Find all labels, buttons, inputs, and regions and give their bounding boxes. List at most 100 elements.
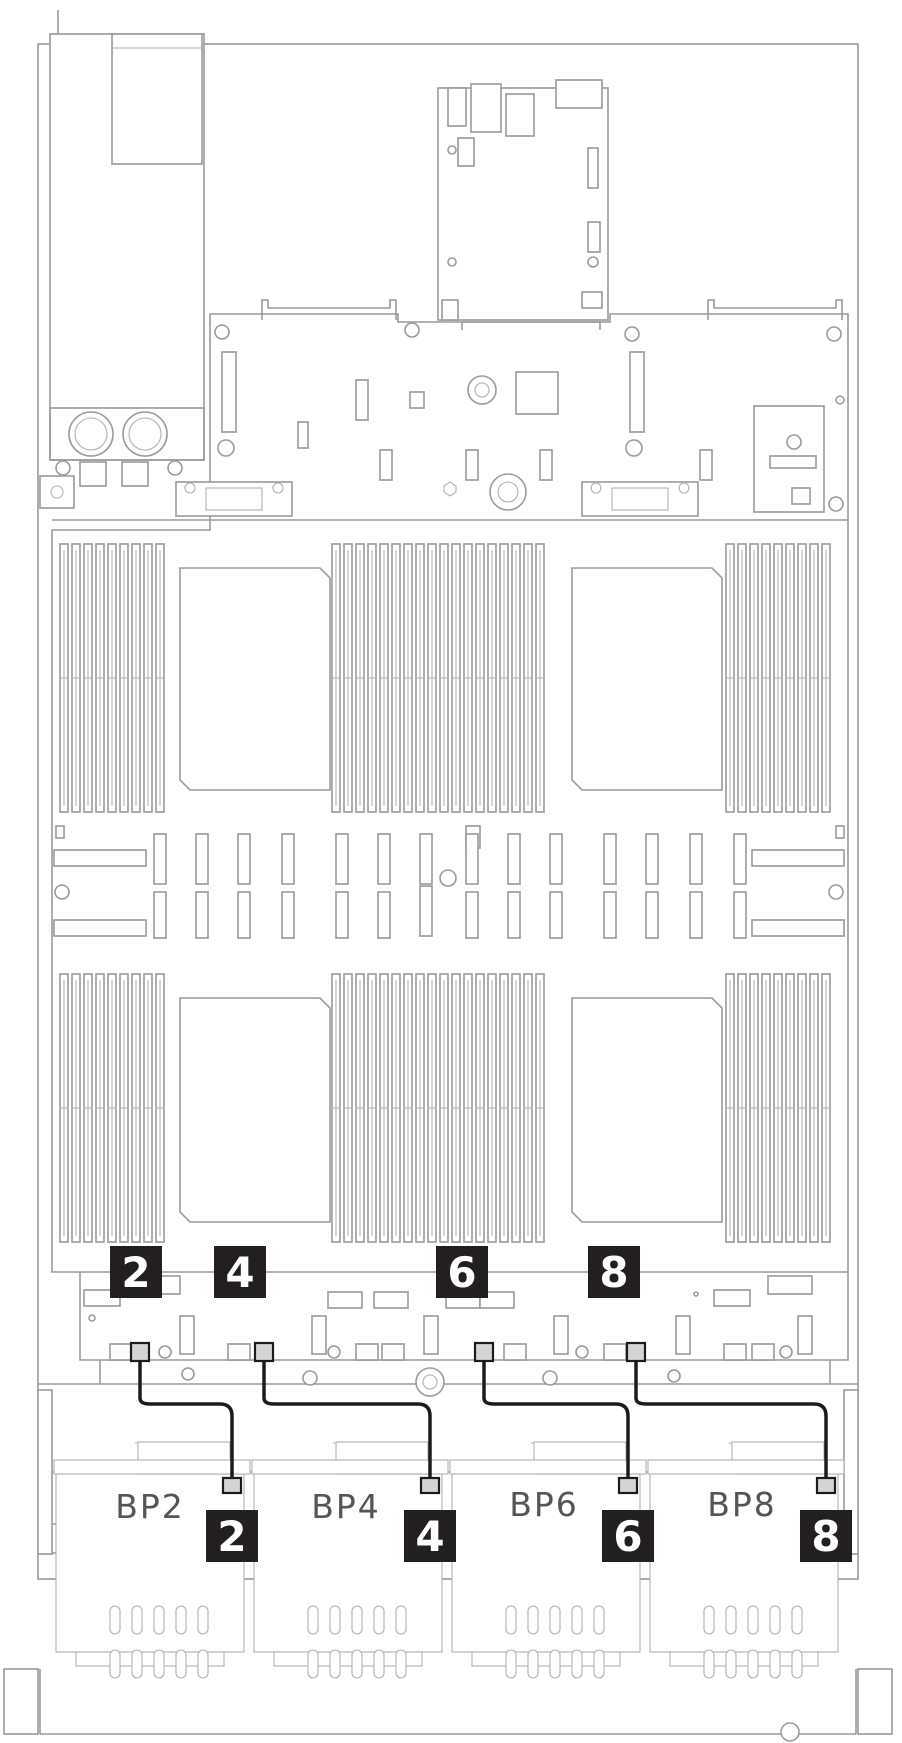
drive-vent-slot bbox=[571, 1649, 583, 1679]
backplane-connector bbox=[221, 1476, 243, 1495]
backplane-connector-strip bbox=[79, 1271, 849, 1397]
pcie-connector bbox=[689, 833, 703, 885]
callout-badge bbox=[588, 1246, 640, 1298]
drive-vent-slot bbox=[769, 1605, 781, 1635]
drive-vent-slot bbox=[109, 1649, 121, 1679]
pcie-connector bbox=[733, 891, 747, 939]
drive-vent-slot bbox=[351, 1649, 363, 1679]
drive-vent-slot bbox=[373, 1649, 385, 1679]
backplane-callout-2: 2 bbox=[206, 1510, 258, 1562]
callout-number: 8 bbox=[811, 1512, 840, 1561]
drive-vent-slot bbox=[571, 1605, 583, 1635]
sas-cable bbox=[634, 1350, 828, 1486]
backplane-callout-8: 8 bbox=[800, 1510, 852, 1562]
callout-number: 4 bbox=[225, 1248, 254, 1297]
backplane-callout-6: 6 bbox=[602, 1510, 654, 1562]
backplane-label-bp4: BP4 bbox=[311, 1487, 381, 1526]
backplane-connector bbox=[617, 1476, 639, 1495]
callout-badge bbox=[206, 1510, 258, 1562]
pcie-connector bbox=[549, 833, 563, 885]
pcie-connector bbox=[689, 891, 703, 939]
drive-vent-slot bbox=[175, 1649, 187, 1679]
backplane-connector bbox=[419, 1476, 441, 1495]
pcie-connector bbox=[603, 833, 617, 885]
drive-vent-slot bbox=[791, 1649, 803, 1679]
drive-vent-slot bbox=[703, 1649, 715, 1679]
drive-bay bbox=[251, 1441, 449, 1679]
pcie-connector bbox=[377, 891, 391, 939]
backplane-label-bp2: BP2 bbox=[115, 1487, 185, 1526]
pcie-connector bbox=[645, 833, 659, 885]
pcie-connector bbox=[507, 891, 521, 939]
pcie-connector bbox=[153, 891, 167, 939]
sas-cable bbox=[482, 1350, 630, 1486]
dimm-bank-upper-left bbox=[59, 543, 165, 813]
drive-vent-slot bbox=[791, 1605, 803, 1635]
middle-connectors bbox=[53, 825, 845, 937]
drive-vent-slot bbox=[703, 1605, 715, 1635]
drive-bay bbox=[53, 1441, 251, 1679]
backplane-label-bp8: BP8 bbox=[707, 1485, 777, 1524]
drive-vent-slot bbox=[527, 1649, 539, 1679]
system-board bbox=[51, 313, 849, 1273]
pcie-connector bbox=[465, 833, 479, 885]
top-edge-connectors bbox=[214, 299, 843, 342]
system-board-connector bbox=[473, 1341, 495, 1363]
drive-vent-slot bbox=[769, 1649, 781, 1679]
processor-areas bbox=[179, 567, 723, 1223]
pcie-connector bbox=[335, 891, 349, 939]
pcie-connector bbox=[603, 891, 617, 939]
drive-vent-slot bbox=[549, 1605, 561, 1635]
pcie-connector bbox=[237, 891, 251, 939]
dimm-bank-lower-right bbox=[725, 973, 831, 1243]
dimm-bank-upper-right bbox=[725, 543, 831, 813]
drive-bay bbox=[449, 1441, 647, 1679]
pcie-connector bbox=[335, 833, 349, 885]
drive-vent-slot bbox=[725, 1605, 737, 1635]
drive-vent-slot bbox=[351, 1605, 363, 1635]
drive-vent-slot bbox=[593, 1649, 605, 1679]
pcie-slot-connectors bbox=[153, 833, 747, 939]
drive-vent-slot bbox=[329, 1649, 341, 1679]
drive-vent-slot bbox=[307, 1605, 319, 1635]
system-board-connector bbox=[253, 1341, 275, 1363]
drive-vent-slot bbox=[549, 1649, 561, 1679]
io-board bbox=[437, 79, 609, 321]
drive-vent-slot bbox=[747, 1649, 759, 1679]
pcie-connector bbox=[645, 891, 659, 939]
callout-number: 4 bbox=[415, 1512, 444, 1561]
drive-vent-slot bbox=[747, 1605, 759, 1635]
drive-vent-slot bbox=[153, 1605, 165, 1635]
drive-vent-slot bbox=[593, 1605, 605, 1635]
drive-vent-slot bbox=[197, 1605, 209, 1635]
callout-number: 6 bbox=[447, 1248, 476, 1297]
sas-cable bbox=[262, 1350, 432, 1486]
callout-number: 6 bbox=[613, 1512, 642, 1561]
memory-modules bbox=[59, 543, 831, 1243]
callout-badge bbox=[800, 1510, 852, 1562]
system-board-connector bbox=[625, 1341, 647, 1363]
callout-number: 2 bbox=[121, 1248, 150, 1297]
connector-callout-8: 8 bbox=[588, 1246, 640, 1298]
drive-vent-slot bbox=[725, 1649, 737, 1679]
drive-vent-slot bbox=[395, 1649, 407, 1679]
callout-number: 8 bbox=[599, 1248, 628, 1297]
sas-cable bbox=[138, 1350, 234, 1486]
pcie-connector bbox=[377, 833, 391, 885]
pcie-connector bbox=[195, 891, 209, 939]
drive-vent-slot bbox=[373, 1605, 385, 1635]
callout-badge bbox=[110, 1246, 162, 1298]
drive-vent-slot bbox=[505, 1649, 517, 1679]
pcie-connector bbox=[733, 833, 747, 885]
upper-socket-connectors bbox=[175, 481, 699, 517]
backplane-callout-4: 4 bbox=[404, 1510, 456, 1562]
pcie-connector bbox=[281, 833, 295, 885]
backplane-label-bp6: BP6 bbox=[509, 1485, 579, 1524]
power-supply-unit bbox=[39, 33, 205, 509]
drive-bays bbox=[53, 1441, 845, 1679]
drive-vent-slot bbox=[131, 1649, 143, 1679]
pcie-connector bbox=[153, 833, 167, 885]
callout-badge bbox=[436, 1246, 488, 1298]
